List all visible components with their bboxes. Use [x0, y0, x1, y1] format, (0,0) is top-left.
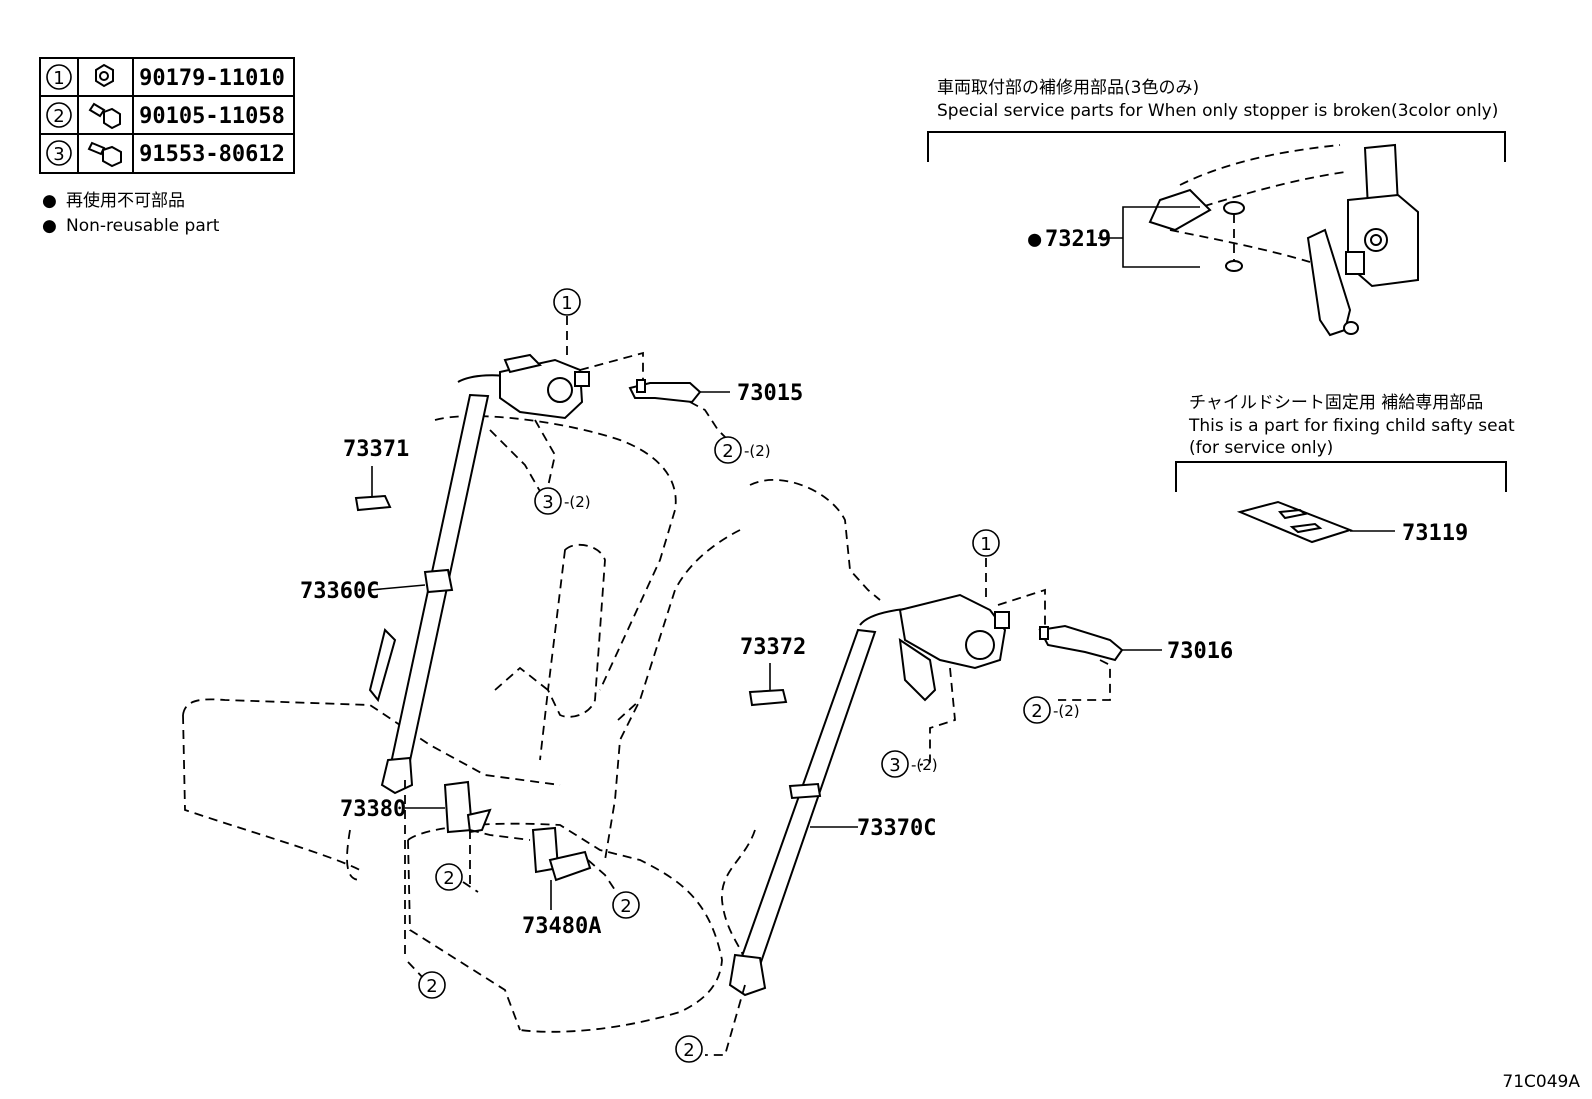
callout-73370C: 73370C [857, 816, 936, 841]
note-stopper-jp: 車両取付部の補修用部品(3色のみ) [937, 78, 1199, 98]
cover-73372 [748, 663, 788, 707]
bolt-icon [88, 102, 121, 130]
svg-text:2: 2 [722, 441, 733, 462]
part-number: 90179-11010 [139, 66, 285, 91]
svg-text:2: 2 [620, 896, 631, 917]
marker-non-reusable: ● [1028, 227, 1042, 252]
seat-belt-73370C [728, 593, 1010, 997]
diagram-code: 71C049A [1502, 1072, 1580, 1092]
belt-guide [788, 782, 822, 800]
rear-seat-outline [182, 415, 881, 1033]
callout-73372: 73372 [740, 635, 806, 660]
buckle-73480A [469, 826, 616, 910]
ref-callout-3: 3 -(2) [881, 750, 938, 778]
ref-circle [46, 64, 72, 90]
quantity-label: -(2) [744, 442, 771, 460]
svg-text:2: 2 [683, 1040, 694, 1061]
cover-73371 [354, 466, 392, 512]
legend-marker: ● [42, 191, 57, 211]
legend-marker: ● [42, 216, 57, 236]
fastener-table: 1 90179-11010 2 90105-11058 3 91553-80 [39, 57, 295, 174]
stopper-clip [1223, 201, 1245, 215]
quantity-label: -(2) [911, 756, 938, 774]
ref-circle [46, 140, 72, 166]
child-seat-note: チャイルドシート固定用 補給専用部品 This is a part for fi… [1175, 393, 1515, 492]
callout-73015: 73015 [737, 381, 803, 406]
ref-callout-1: 1 [553, 288, 581, 316]
legend-text-en: Non-reusable part [66, 216, 220, 236]
quantity-label: -(2) [1053, 702, 1080, 720]
svg-text:3: 3 [889, 755, 900, 776]
nut-icon [95, 63, 114, 88]
bracket-73015 [628, 379, 737, 449]
bracket-73016 [1038, 624, 1162, 701]
ref-number: 3 [53, 144, 64, 165]
legend-text-jp: 再使用不可部品 [66, 190, 185, 211]
stopper-washer [1225, 260, 1243, 272]
note-child-en1: This is a part for fixing child safty se… [1188, 416, 1515, 436]
table-row: 2 90105-11058 [46, 102, 285, 130]
callout-73219: 73219 [1045, 227, 1111, 252]
table-row: 3 91553-80612 [46, 140, 285, 168]
stopper-detail-illustration [1098, 143, 1419, 337]
ref-callout-2: 2 -(2) [1023, 696, 1080, 724]
svg-text:2: 2 [443, 868, 454, 889]
svg-text:3: 3 [542, 492, 553, 513]
seat-belt-73360C [368, 353, 590, 795]
ref-callout-1: 1 [972, 529, 1000, 557]
svg-text:1: 1 [980, 534, 991, 555]
retractor-right [898, 593, 1010, 702]
callout-73480A: 73480A [522, 914, 601, 939]
ref-callout-2: 2 [675, 1035, 703, 1063]
child-seat-bracket-part [1236, 500, 1395, 544]
callout-73360C: 73360C [300, 579, 379, 604]
note-bracket [927, 131, 1506, 162]
stopper-service-note: 車両取付部の補修用部品(3色のみ) Special service parts … [927, 78, 1506, 162]
note-stopper-en: Special service parts for When only stop… [937, 101, 1498, 121]
svg-text:1: 1 [561, 293, 572, 314]
callout-73371: 73371 [343, 437, 409, 462]
quantity-label: -(2) [564, 493, 591, 511]
retractor-left [499, 353, 590, 420]
ref-number: 2 [53, 106, 64, 127]
note-bracket [1175, 461, 1507, 492]
ref-callout-2: 2 -(2) [714, 436, 771, 464]
ref-callout-2: 2 [435, 863, 463, 891]
screw-icon [87, 141, 122, 168]
callout-73119: 73119 [1402, 521, 1468, 546]
part-number: 91553-80612 [139, 142, 285, 167]
svg-text:2: 2 [426, 976, 437, 997]
ref-callout-2: 2 [612, 891, 640, 919]
table-row: 1 90179-11010 [46, 63, 285, 91]
ref-circle [46, 102, 72, 128]
ref-callout-3: 3 -(2) [534, 487, 591, 515]
callout-73016: 73016 [1167, 639, 1233, 664]
svg-text:2: 2 [1031, 701, 1042, 722]
buckle-73380 [404, 780, 531, 981]
part-number: 90105-11058 [139, 104, 285, 129]
ref-callout-2: 2 [418, 971, 446, 999]
legend: ● 再使用不可部品 ● Non-reusable part [42, 190, 220, 236]
callout-73380: 73380 [340, 797, 406, 822]
belt-guide [423, 568, 454, 594]
ref-number: 1 [53, 68, 64, 89]
note-child-en2: (for service only) [1189, 438, 1333, 458]
note-child-jp: チャイルドシート固定用 補給専用部品 [1189, 393, 1483, 413]
